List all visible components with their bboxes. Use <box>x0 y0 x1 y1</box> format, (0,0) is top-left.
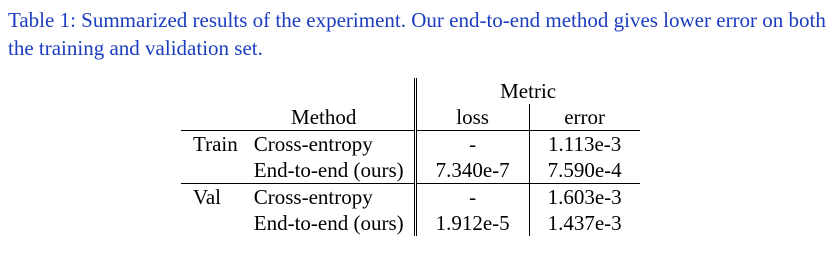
header-split <box>181 104 254 131</box>
header-method: Method <box>291 105 357 129</box>
row-split: Val <box>181 183 254 210</box>
results-table: Metric Method loss error Train Cross-ent… <box>181 78 640 236</box>
header-error: error <box>528 104 640 131</box>
table-header-row-metric: Metric <box>181 78 640 104</box>
row-method: Cross-entropy <box>253 183 416 210</box>
row-loss: 7.340e-7 <box>413 157 530 184</box>
table-row: End-to-end (ours) 1.912e-5 1.437e-3 <box>181 210 640 236</box>
row-loss: 1.912e-5 <box>413 210 530 236</box>
row-method: End-to-end (ours) <box>253 158 404 182</box>
row-split <box>181 157 254 184</box>
row-split: Train <box>181 130 254 157</box>
row-split <box>181 210 254 236</box>
row-error: 7.590e-4 <box>528 157 640 184</box>
caption-label: Table 1: <box>8 8 76 32</box>
header-metric: Metric <box>413 78 640 104</box>
table-row: Val Cross-entropy - 1.603e-3 <box>181 183 640 210</box>
table-row: End-to-end (ours) 7.340e-7 7.590e-4 <box>181 157 640 184</box>
header-empty-split <box>181 78 254 104</box>
table-header-row: Method loss error <box>181 104 640 131</box>
row-loss: - <box>413 130 530 157</box>
row-method: End-to-end (ours) <box>253 211 404 235</box>
row-loss: - <box>413 183 530 210</box>
table-caption: Table 1: Summarized results of the exper… <box>8 6 828 62</box>
caption-text: Summarized results of the experiment. Ou… <box>8 8 826 60</box>
row-error: 1.437e-3 <box>528 210 640 236</box>
header-loss: loss <box>413 104 530 131</box>
row-method: Cross-entropy <box>253 130 416 157</box>
row-error: 1.113e-3 <box>528 130 640 157</box>
row-error: 1.603e-3 <box>528 183 640 210</box>
table-row: Train Cross-entropy - 1.113e-3 <box>181 130 640 157</box>
header-empty-method <box>254 78 415 104</box>
